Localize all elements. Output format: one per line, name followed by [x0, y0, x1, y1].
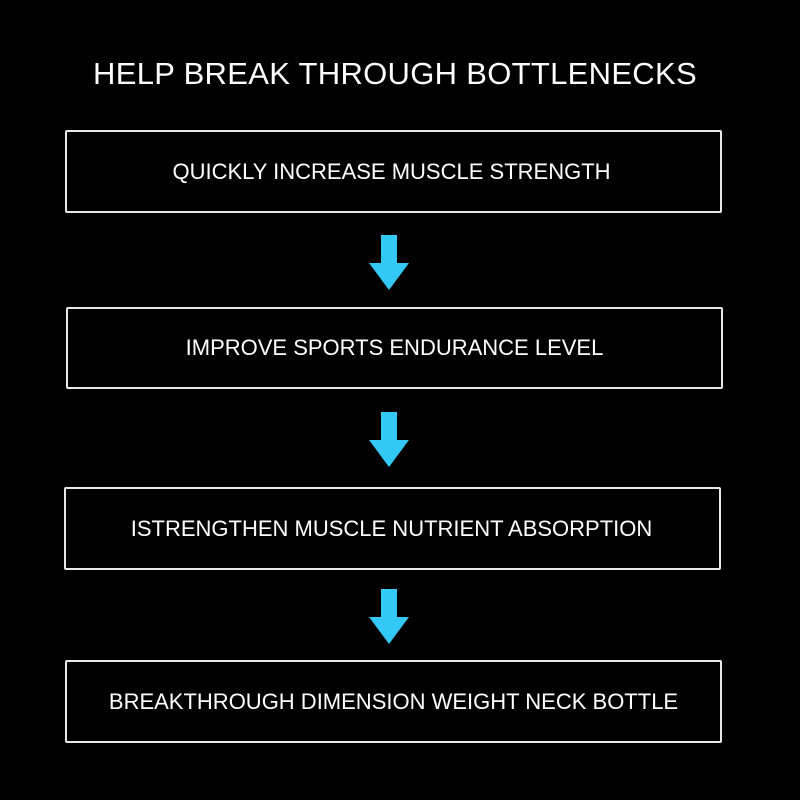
step-label: IMPROVE SPORTS ENDURANCE LEVEL [185, 335, 604, 360]
arrow-down-icon [369, 412, 409, 467]
step-box-1: QUICKLY INCREASE MUSCLE STRENGTH [65, 130, 722, 213]
step-label: BREAKTHROUGH DIMENSION WEIGHT NECK BOTTL… [108, 688, 679, 714]
step-box-2: IMPROVE SPORTS ENDURANCE LEVEL [66, 307, 723, 389]
step-box-4: BREAKTHROUGH DIMENSION WEIGHT NECK BOTTL… [65, 660, 722, 743]
step-box-3: ISTRENGTHEN MUSCLE NUTRIENT ABSORPTION [64, 487, 721, 570]
arrow-down-icon [369, 589, 409, 644]
arrow-down-icon [369, 235, 409, 290]
step-label: ISTRENGTHEN MUSCLE NUTRIENT ABSORPTION [130, 515, 653, 541]
step-label: QUICKLY INCREASE MUSCLE STRENGTH [172, 158, 611, 184]
diagram-title: HELP BREAK THROUGH BOTTLENECKS [93, 56, 697, 91]
